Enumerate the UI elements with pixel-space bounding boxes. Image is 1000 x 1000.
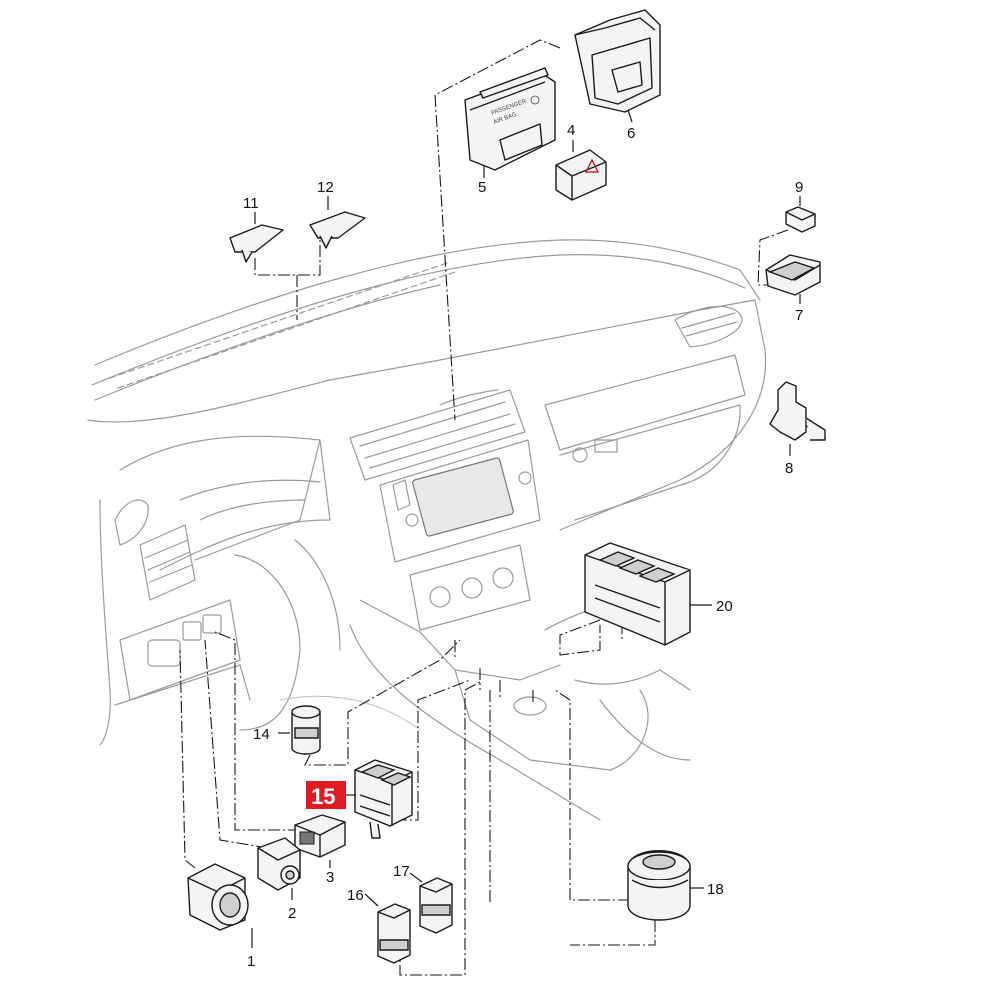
part-1-light-switch (187, 863, 253, 948)
callout-18: 18 (707, 881, 724, 898)
callout-20: 20 (716, 598, 733, 615)
callout-17: 17 (393, 863, 410, 880)
callout-6: 6 (627, 125, 635, 142)
callout-1: 1 (247, 953, 255, 970)
callout-16: 16 (347, 887, 364, 904)
callout-9: 9 (795, 179, 803, 196)
part-12-clip (309, 196, 366, 249)
part-9-small-cover (785, 196, 816, 233)
callout-14: 14 (253, 726, 270, 743)
part-2-rotary-switch (257, 837, 301, 900)
dashboard-outline (87, 239, 767, 821)
callout-5: 5 (478, 179, 486, 196)
part-20-switch-block (584, 542, 712, 646)
callout-numbers: 1 2 3 4 5 6 7 8 9 11 12 14 15 16 17 18 2… (243, 122, 803, 970)
part-6-storage-compartment (574, 9, 661, 123)
callout-2: 2 (288, 905, 296, 922)
part-16-switch (364, 893, 411, 964)
part-4-hazard-switch (555, 140, 607, 201)
part-15-switch-module (354, 759, 413, 839)
part-14-usb-socket (278, 705, 321, 755)
part-18-rotary-selector (627, 850, 704, 921)
leader-lines (179, 39, 823, 976)
part-5-switch-panel: PASSENGER AIR BAG (464, 67, 556, 178)
part-8-bracket (769, 381, 826, 456)
part-7-switch-housing (765, 254, 821, 304)
part-11-clip (229, 212, 284, 263)
callout-4: 4 (567, 122, 575, 139)
callout-15: 15 (311, 784, 335, 809)
callout-8: 8 (785, 460, 793, 477)
callout-12: 12 (317, 179, 334, 196)
callout-7: 7 (795, 307, 803, 324)
callout-11: 11 (243, 195, 259, 212)
part-17-switch (409, 872, 453, 934)
highlight-badge-15 (306, 781, 346, 809)
callout-3: 3 (326, 869, 334, 886)
part-3-button (294, 814, 346, 868)
